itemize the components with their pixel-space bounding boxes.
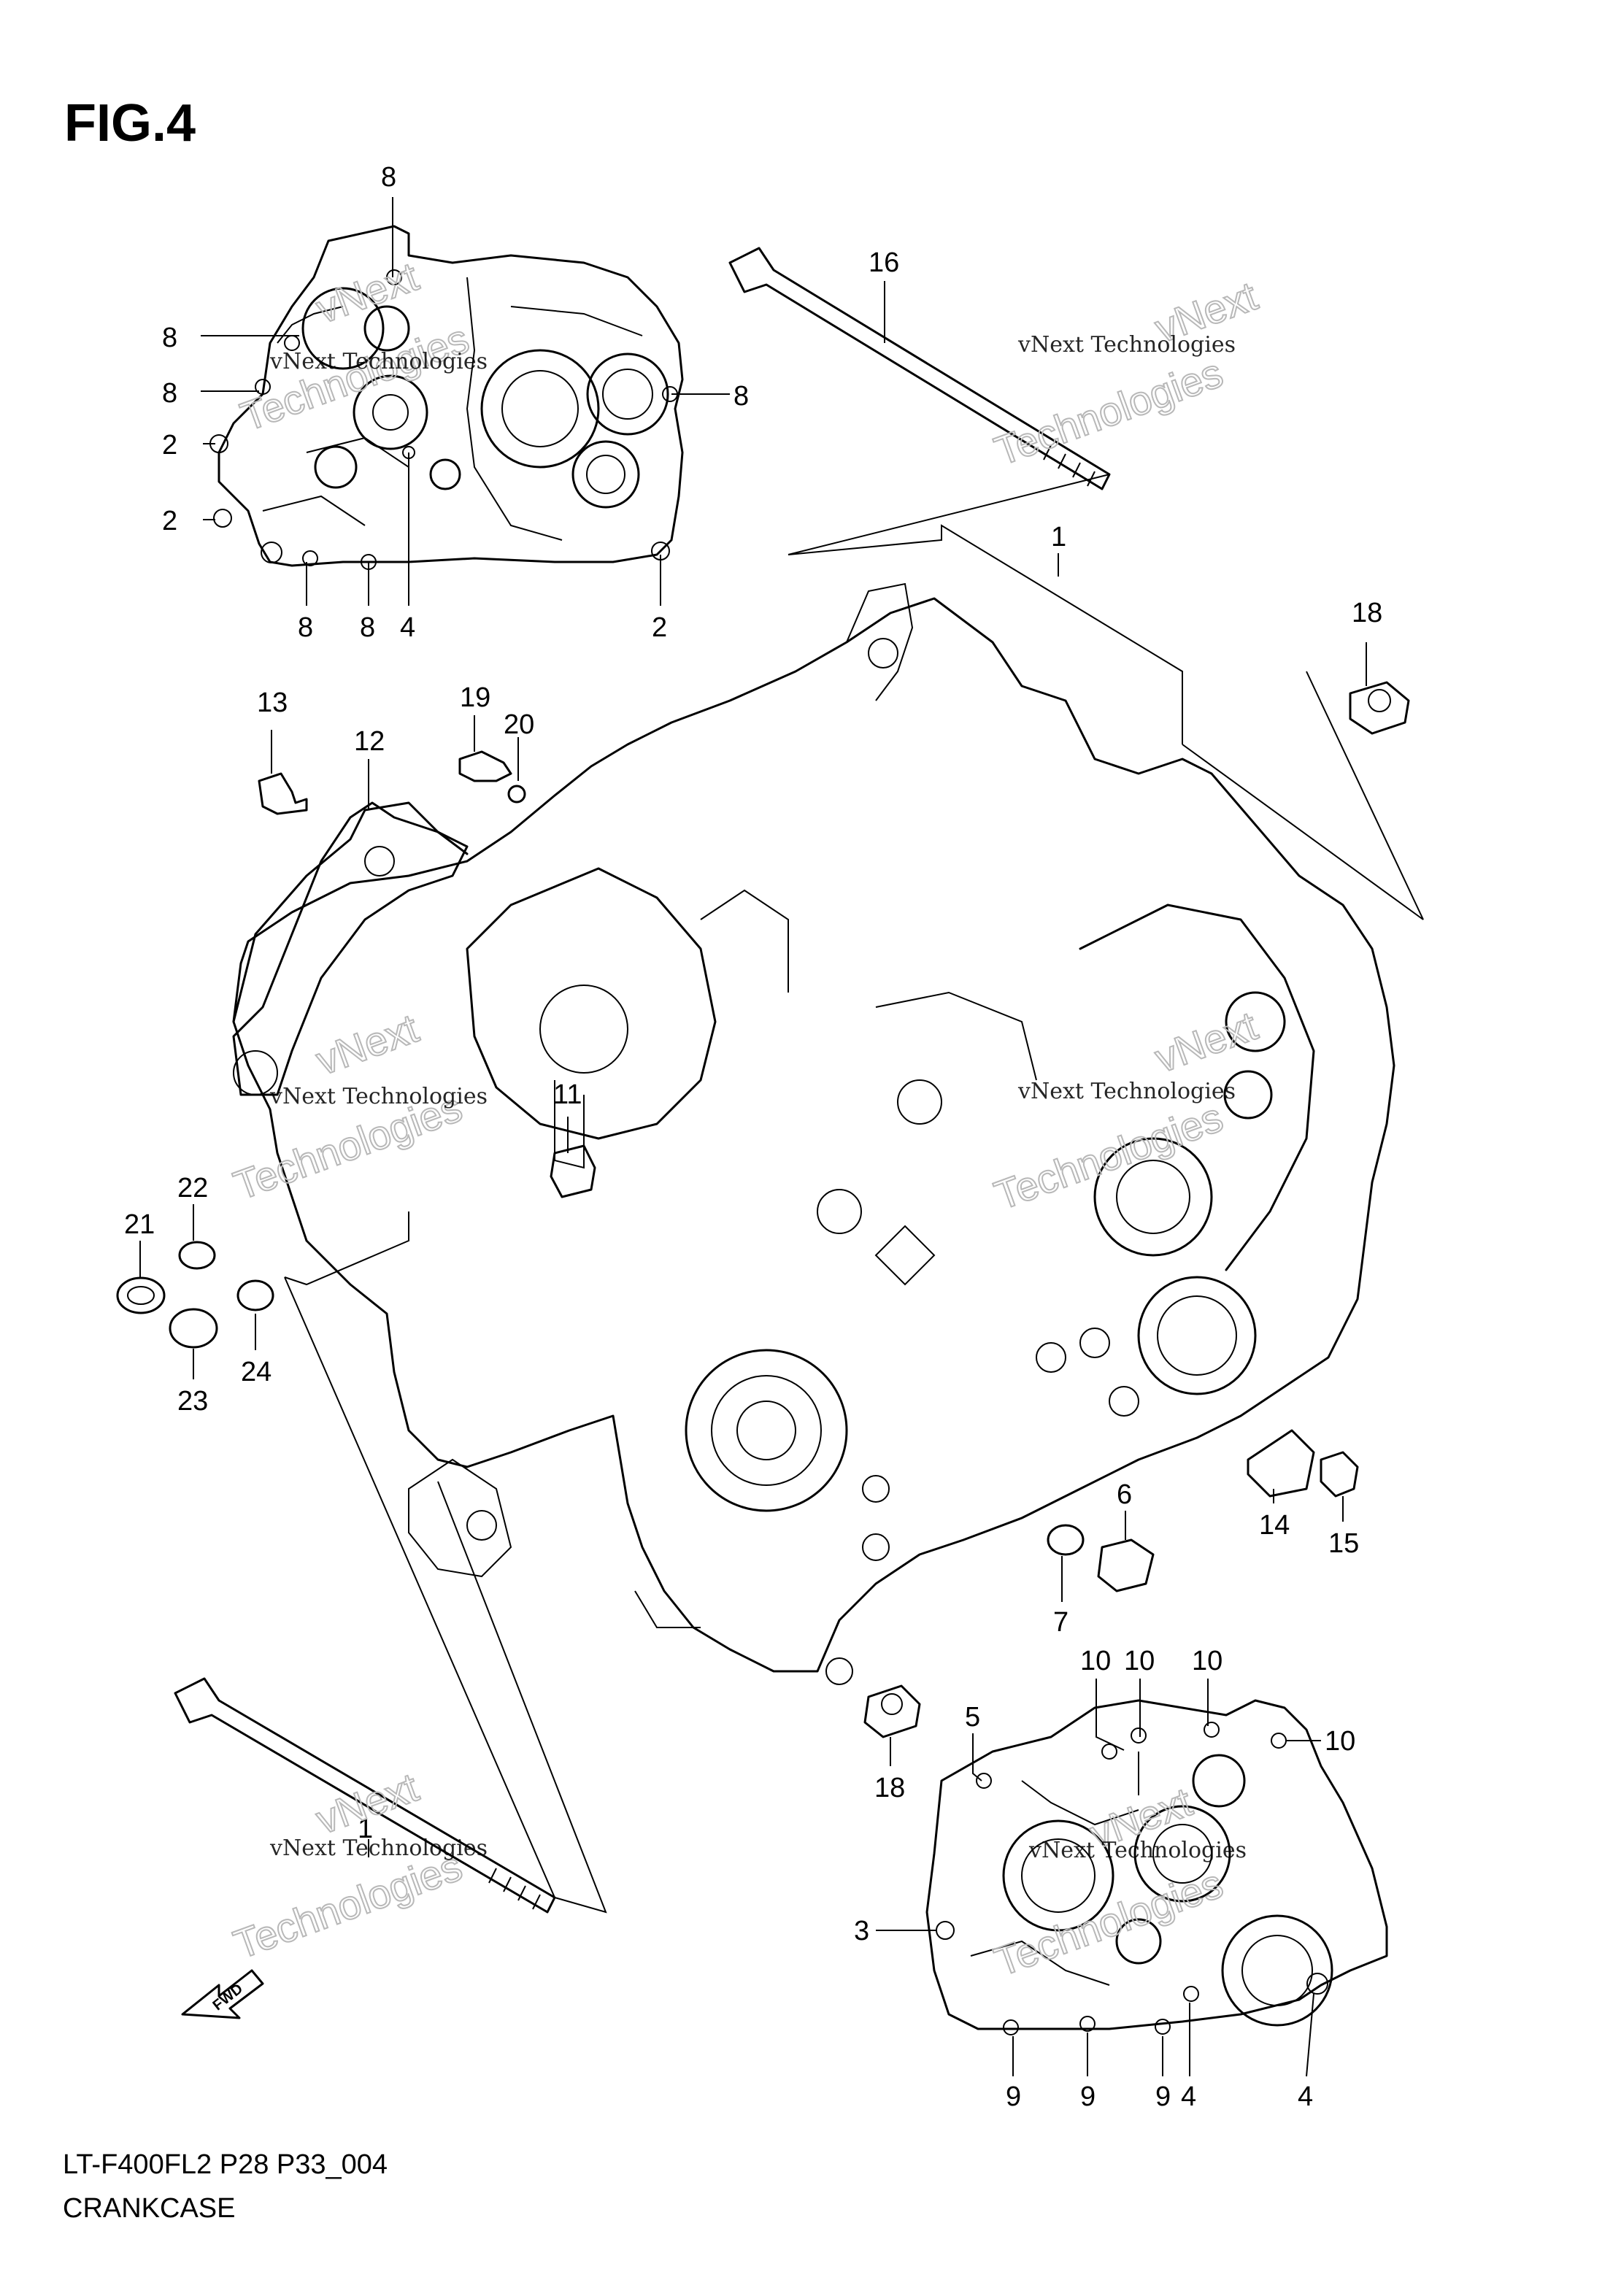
svg-text:Technologies: Technologies — [228, 1843, 468, 1968]
callout-18-top: 18 — [1352, 598, 1382, 628]
callout-14: 14 — [1259, 1510, 1290, 1541]
watermark-bottom-right: vNext Technologies vNext Technologies — [988, 1778, 1247, 1986]
callout-6: 6 — [1117, 1479, 1132, 1510]
callout-9-b: 9 — [1080, 2081, 1096, 2112]
figure-title: FIG.4 — [64, 94, 196, 153]
watermark-bottom-left: vNext Technologies vNext Technologies — [227, 1763, 488, 1968]
callout-22: 22 — [177, 1173, 208, 1203]
callout-1-main: 1 — [1051, 522, 1066, 552]
callout-4-bottom-b: 4 — [1298, 2081, 1313, 2112]
watermark-top-right: vNext Technologies vNext Technologies — [988, 271, 1264, 474]
svg-text:vNext: vNext — [1149, 1002, 1263, 1081]
callout-8-left-a: 8 — [162, 323, 177, 353]
callout-8-left-b: 8 — [162, 378, 177, 409]
callout-8-bottom-a: 8 — [298, 612, 313, 643]
callout-1-bolt: 1 — [358, 1814, 373, 1844]
watermark-top-left: vNext Technologies vNext Technologies — [234, 253, 488, 441]
callout-24: 24 — [241, 1357, 272, 1387]
watermark-middle-left: vNext Technologies vNext Technologies — [227, 1004, 488, 1209]
callout-13: 13 — [257, 687, 288, 718]
callout-9-a: 9 — [1006, 2081, 1021, 2112]
svg-text:vNext Technologies: vNext Technologies — [1017, 1079, 1236, 1104]
callout-7: 7 — [1053, 1607, 1069, 1638]
callout-16: 16 — [869, 247, 899, 278]
callout-9-c: 9 — [1155, 2081, 1171, 2112]
callout-20: 20 — [504, 709, 534, 740]
svg-text:Technologies: Technologies — [989, 350, 1229, 474]
svg-text:vNext Technologies: vNext Technologies — [1028, 1838, 1247, 1863]
callout-8-bottom-b: 8 — [360, 612, 375, 643]
right-crankcase-half-inner-view — [925, 1699, 1388, 2035]
callout-3: 3 — [854, 1916, 869, 1946]
callout-23: 23 — [177, 1386, 208, 1417]
callout-2-left-a: 2 — [162, 430, 177, 461]
svg-text:vNext Technologies: vNext Technologies — [1017, 332, 1236, 358]
svg-text:vNext Technologies: vNext Technologies — [269, 349, 488, 374]
callout-numbers: 8 8 8 8 2 2 8 8 4 2 16 1 18 13 12 19 20 … — [124, 162, 1382, 2112]
callout-15: 15 — [1328, 1528, 1359, 1559]
callout-11: 11 — [553, 1079, 582, 1110]
svg-text:vNext Technologies: vNext Technologies — [269, 1084, 488, 1109]
callout-leaders — [139, 197, 1367, 2077]
callout-8-top: 8 — [381, 162, 396, 193]
callout-4-bottom-a: 4 — [1181, 2081, 1196, 2112]
callout-2-bottom: 2 — [652, 612, 667, 643]
callout-10-b: 10 — [1124, 1646, 1155, 1676]
watermark-middle-right: vNext Technologies vNext Technologies — [988, 1001, 1264, 1219]
callout-10-c: 10 — [1192, 1646, 1223, 1676]
callout-12: 12 — [354, 726, 385, 757]
callout-19: 19 — [460, 682, 490, 713]
callout-5: 5 — [965, 1702, 980, 1733]
crankcase-assembly — [232, 582, 1395, 1685]
svg-text:Technologies: Technologies — [989, 1094, 1229, 1219]
callout-2-left-b: 2 — [162, 506, 177, 536]
callout-8-right: 8 — [734, 381, 749, 412]
diagram-code: LT-F400FL2 P28 P33_004 — [63, 2149, 388, 2180]
callout-21: 21 — [124, 1209, 155, 1240]
callout-10-d: 10 — [1325, 1726, 1355, 1757]
fwd-label: FWD — [210, 1981, 246, 2014]
callout-18-bottom: 18 — [874, 1773, 905, 1803]
svg-text:vNext Technologies: vNext Technologies — [269, 1835, 488, 1861]
small-parts — [116, 247, 1410, 2019]
diagram-name: CRANKCASE — [63, 2193, 236, 2224]
svg-text:vNext: vNext — [310, 1005, 424, 1084]
callout-4-top-half: 4 — [400, 612, 415, 643]
leader-frames — [284, 474, 1424, 1914]
callout-10-a: 10 — [1080, 1646, 1111, 1676]
svg-text:Technologies: Technologies — [989, 1860, 1229, 1985]
